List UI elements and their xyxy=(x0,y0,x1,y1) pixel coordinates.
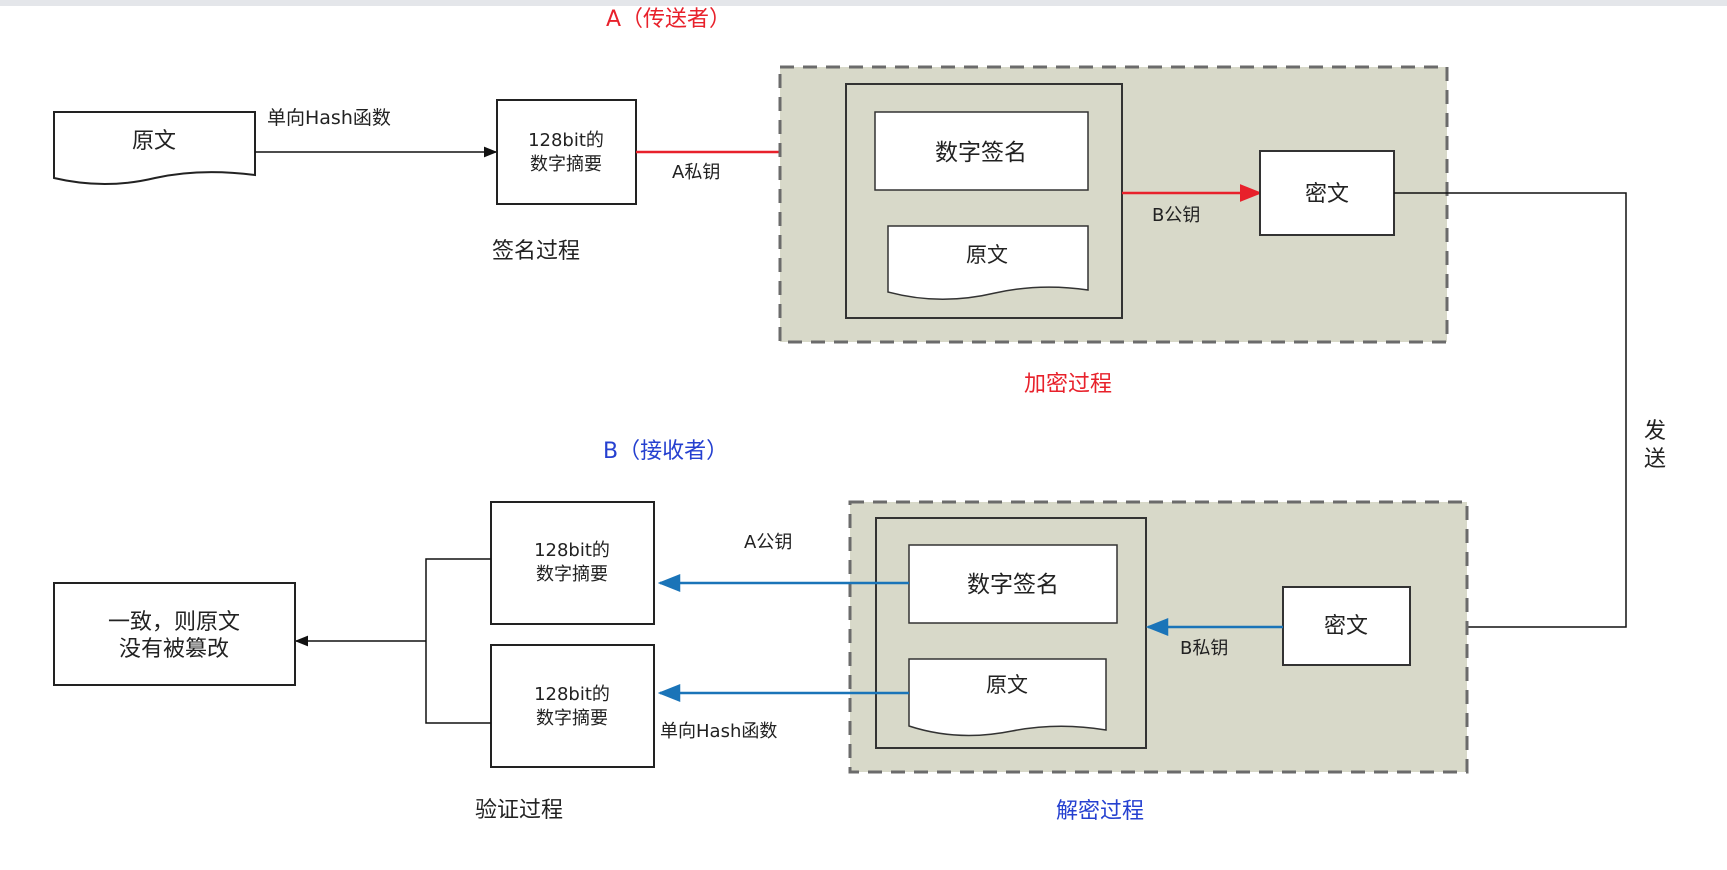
decryption-plaintext-label: 原文 xyxy=(986,673,1028,697)
receiver-digest1-line2: 数字摘要 xyxy=(536,564,608,585)
receiver-hash-label: 单向Hash函数 xyxy=(660,721,777,742)
result-box xyxy=(53,582,296,686)
encryption-plaintext-label: 原文 xyxy=(966,243,1008,267)
encryption-signature-box xyxy=(874,111,1089,191)
digest-line1: 128bit的 xyxy=(528,130,604,151)
receiver-digest-box-1 xyxy=(490,501,655,625)
encryption-ciphertext-label: 密文 xyxy=(1305,182,1349,207)
plaintext-document-shape xyxy=(53,111,256,185)
receiver-digest2-line2: 数字摘要 xyxy=(536,708,608,729)
sender-title: A（传送者） xyxy=(606,7,731,32)
result-line2: 没有被篡改 xyxy=(119,637,229,662)
verify-process-caption: 验证过程 xyxy=(475,798,563,823)
signing-process-caption: 签名过程 xyxy=(492,239,580,264)
receiver-digest-box-2 xyxy=(490,644,655,768)
hash-function-label: 单向Hash函数 xyxy=(267,107,391,129)
receiver-title: B（接收者） xyxy=(603,439,728,464)
a-public-key-label: A公钥 xyxy=(744,532,792,553)
encryption-plaintext-doc xyxy=(887,225,1089,300)
decryption-caption: 解密过程 xyxy=(1056,799,1144,824)
decryption-plaintext-doc xyxy=(908,658,1107,737)
decryption-signature-box xyxy=(908,544,1118,624)
send-connector xyxy=(1394,192,1627,633)
encryption-ciphertext-box xyxy=(1259,150,1395,236)
digest-box xyxy=(496,99,637,205)
send-label-line2: 送 xyxy=(1644,447,1666,472)
b-public-key-label: B公钥 xyxy=(1152,205,1200,226)
decryption-ciphertext-box xyxy=(1282,586,1411,666)
digest-line2: 数字摘要 xyxy=(530,154,602,175)
decryption-signature-label: 数字签名 xyxy=(967,572,1059,598)
receiver-digest1-line1: 128bit的 xyxy=(534,540,610,561)
a-private-key-label: A私钥 xyxy=(672,162,720,183)
receiver-digest2-line1: 128bit的 xyxy=(534,684,610,705)
send-label-line1: 发 xyxy=(1644,419,1666,444)
window-top-strip xyxy=(0,0,1727,6)
encryption-signature-label: 数字签名 xyxy=(935,140,1027,166)
result-line1: 一致，则原文 xyxy=(108,610,240,635)
decryption-ciphertext-label: 密文 xyxy=(1324,614,1368,639)
b-private-key-label: B私钥 xyxy=(1180,638,1228,659)
encryption-caption: 加密过程 xyxy=(1024,372,1112,397)
plaintext-doc-label: 原文 xyxy=(132,129,176,154)
compare-bracket xyxy=(425,558,491,724)
